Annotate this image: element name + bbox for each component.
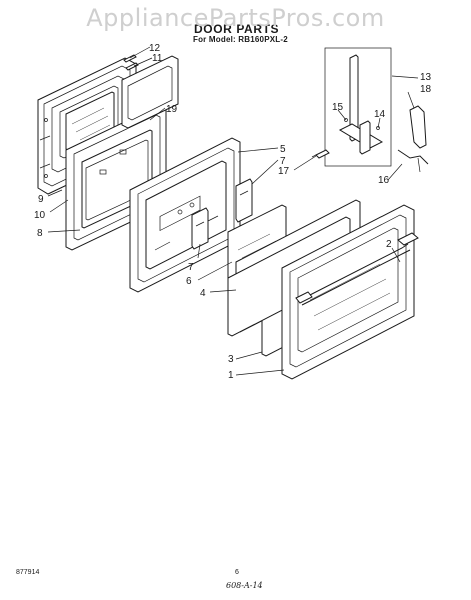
diagram-title: DOOR PARTS xyxy=(194,22,280,36)
inner-panel xyxy=(129,137,241,293)
callout-8: 8 xyxy=(37,228,43,239)
callout-10: 10 xyxy=(34,210,46,221)
callout-12: 12 xyxy=(149,43,161,54)
callout-15: 15 xyxy=(332,102,344,113)
callout-11: 11 xyxy=(152,53,163,64)
callout-16: 16 xyxy=(378,175,390,186)
callout-7-upper: 7 xyxy=(280,156,286,167)
callout-1: 1 xyxy=(228,370,234,381)
callout-5: 5 xyxy=(280,144,286,155)
callout-18: 18 xyxy=(420,84,432,95)
callout-7-lower: 7 xyxy=(188,262,194,273)
handwritten-note: 608-A-14 xyxy=(226,581,263,590)
mounting-brackets xyxy=(191,178,253,250)
callout-3: 3 xyxy=(228,354,234,365)
callout-2: 2 xyxy=(386,239,392,250)
callout-9: 9 xyxy=(38,194,44,205)
callout-labels: 12 11 19 9 10 8 5 7 17 7 6 4 2 3 1 13 18… xyxy=(34,43,432,381)
page-number: 6 xyxy=(235,569,239,576)
outer-door-panel xyxy=(281,204,419,380)
document-code: 877914 xyxy=(16,569,40,576)
model-label: For Model: RB160PXL-2 xyxy=(193,35,288,44)
callout-19: 19 xyxy=(166,104,178,115)
callout-17: 17 xyxy=(278,166,290,177)
clip-parts xyxy=(123,54,139,71)
callout-14: 14 xyxy=(374,109,386,120)
hinge-assembly xyxy=(311,47,429,173)
top-liner-section xyxy=(121,55,179,129)
callout-4: 4 xyxy=(200,288,206,299)
leader-lines xyxy=(47,46,419,376)
callout-13: 13 xyxy=(420,72,432,83)
callout-6: 6 xyxy=(186,276,192,287)
